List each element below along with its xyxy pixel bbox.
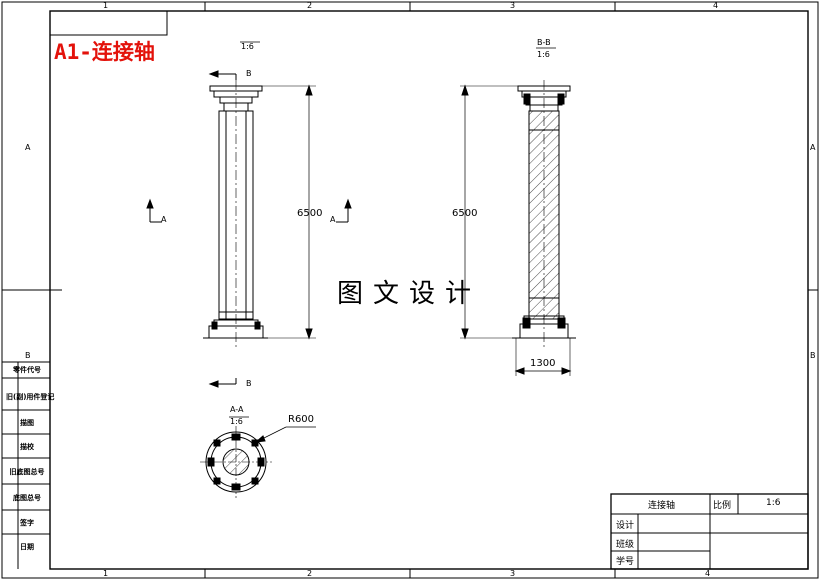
grid-col-3-top: 3	[510, 1, 516, 10]
top-section-label: A-A	[230, 405, 244, 414]
side-date: 日期	[20, 543, 34, 551]
grid-row-a-left: A	[25, 143, 31, 152]
front-height-dim: 6500	[297, 208, 323, 219]
tb-scale-label: 比例	[713, 501, 732, 511]
radius-dim: R600	[288, 414, 315, 425]
grid-col-1-top: 1	[103, 1, 109, 10]
side-trace-check: 描校	[20, 443, 34, 451]
section-height-dim: 6500	[452, 208, 478, 219]
side-old-base-no: 旧底图总号	[9, 468, 45, 476]
section-marker-bottom: B	[246, 379, 252, 388]
section-view-scale: 1:6	[537, 50, 550, 59]
side-tracing: 描图	[20, 419, 34, 427]
grid-col-4-bottom: 4	[705, 569, 711, 578]
section-view-label: B-B	[537, 38, 551, 47]
drawing-title: A1-连接轴	[54, 40, 155, 64]
side-old-parts-register: 旧(副)用件登记	[6, 393, 55, 401]
view-marker-left: A	[161, 215, 167, 224]
section-marker-top: B	[246, 69, 252, 78]
grid-row-a-right: A	[810, 143, 816, 152]
front-view-scale: 1:6	[241, 42, 254, 51]
section-view	[460, 80, 576, 376]
grid-col-2-top: 2	[307, 1, 313, 10]
title-block	[610, 493, 809, 570]
top-section-view	[200, 426, 316, 498]
front-view	[146, 70, 352, 388]
grid-col-1-bottom: 1	[103, 569, 109, 578]
side-part-code: 零件代号	[13, 366, 41, 374]
grid-row-b-right: B	[810, 351, 816, 360]
grid-row-b-left: B	[25, 351, 31, 360]
tb-class-label: 班级	[616, 540, 635, 550]
side-base-no: 底图总号	[13, 494, 41, 502]
top-section-scale: 1:6	[230, 417, 243, 426]
side-signature: 签字	[20, 519, 34, 527]
tb-designer-label: 设计	[616, 521, 635, 531]
grid-col-3-bottom: 3	[510, 569, 516, 578]
grid-col-4-top: 4	[713, 1, 719, 10]
grid-col-2-bottom: 2	[307, 569, 313, 578]
watermark: 图文设计	[337, 279, 482, 309]
tb-scale-value: 1:6	[766, 498, 781, 508]
section-width-dim: 1300	[530, 358, 556, 369]
view-marker-right: A	[330, 215, 336, 224]
tb-student-no-label: 学号	[616, 557, 635, 567]
tb-part-name: 连接轴	[648, 501, 676, 511]
